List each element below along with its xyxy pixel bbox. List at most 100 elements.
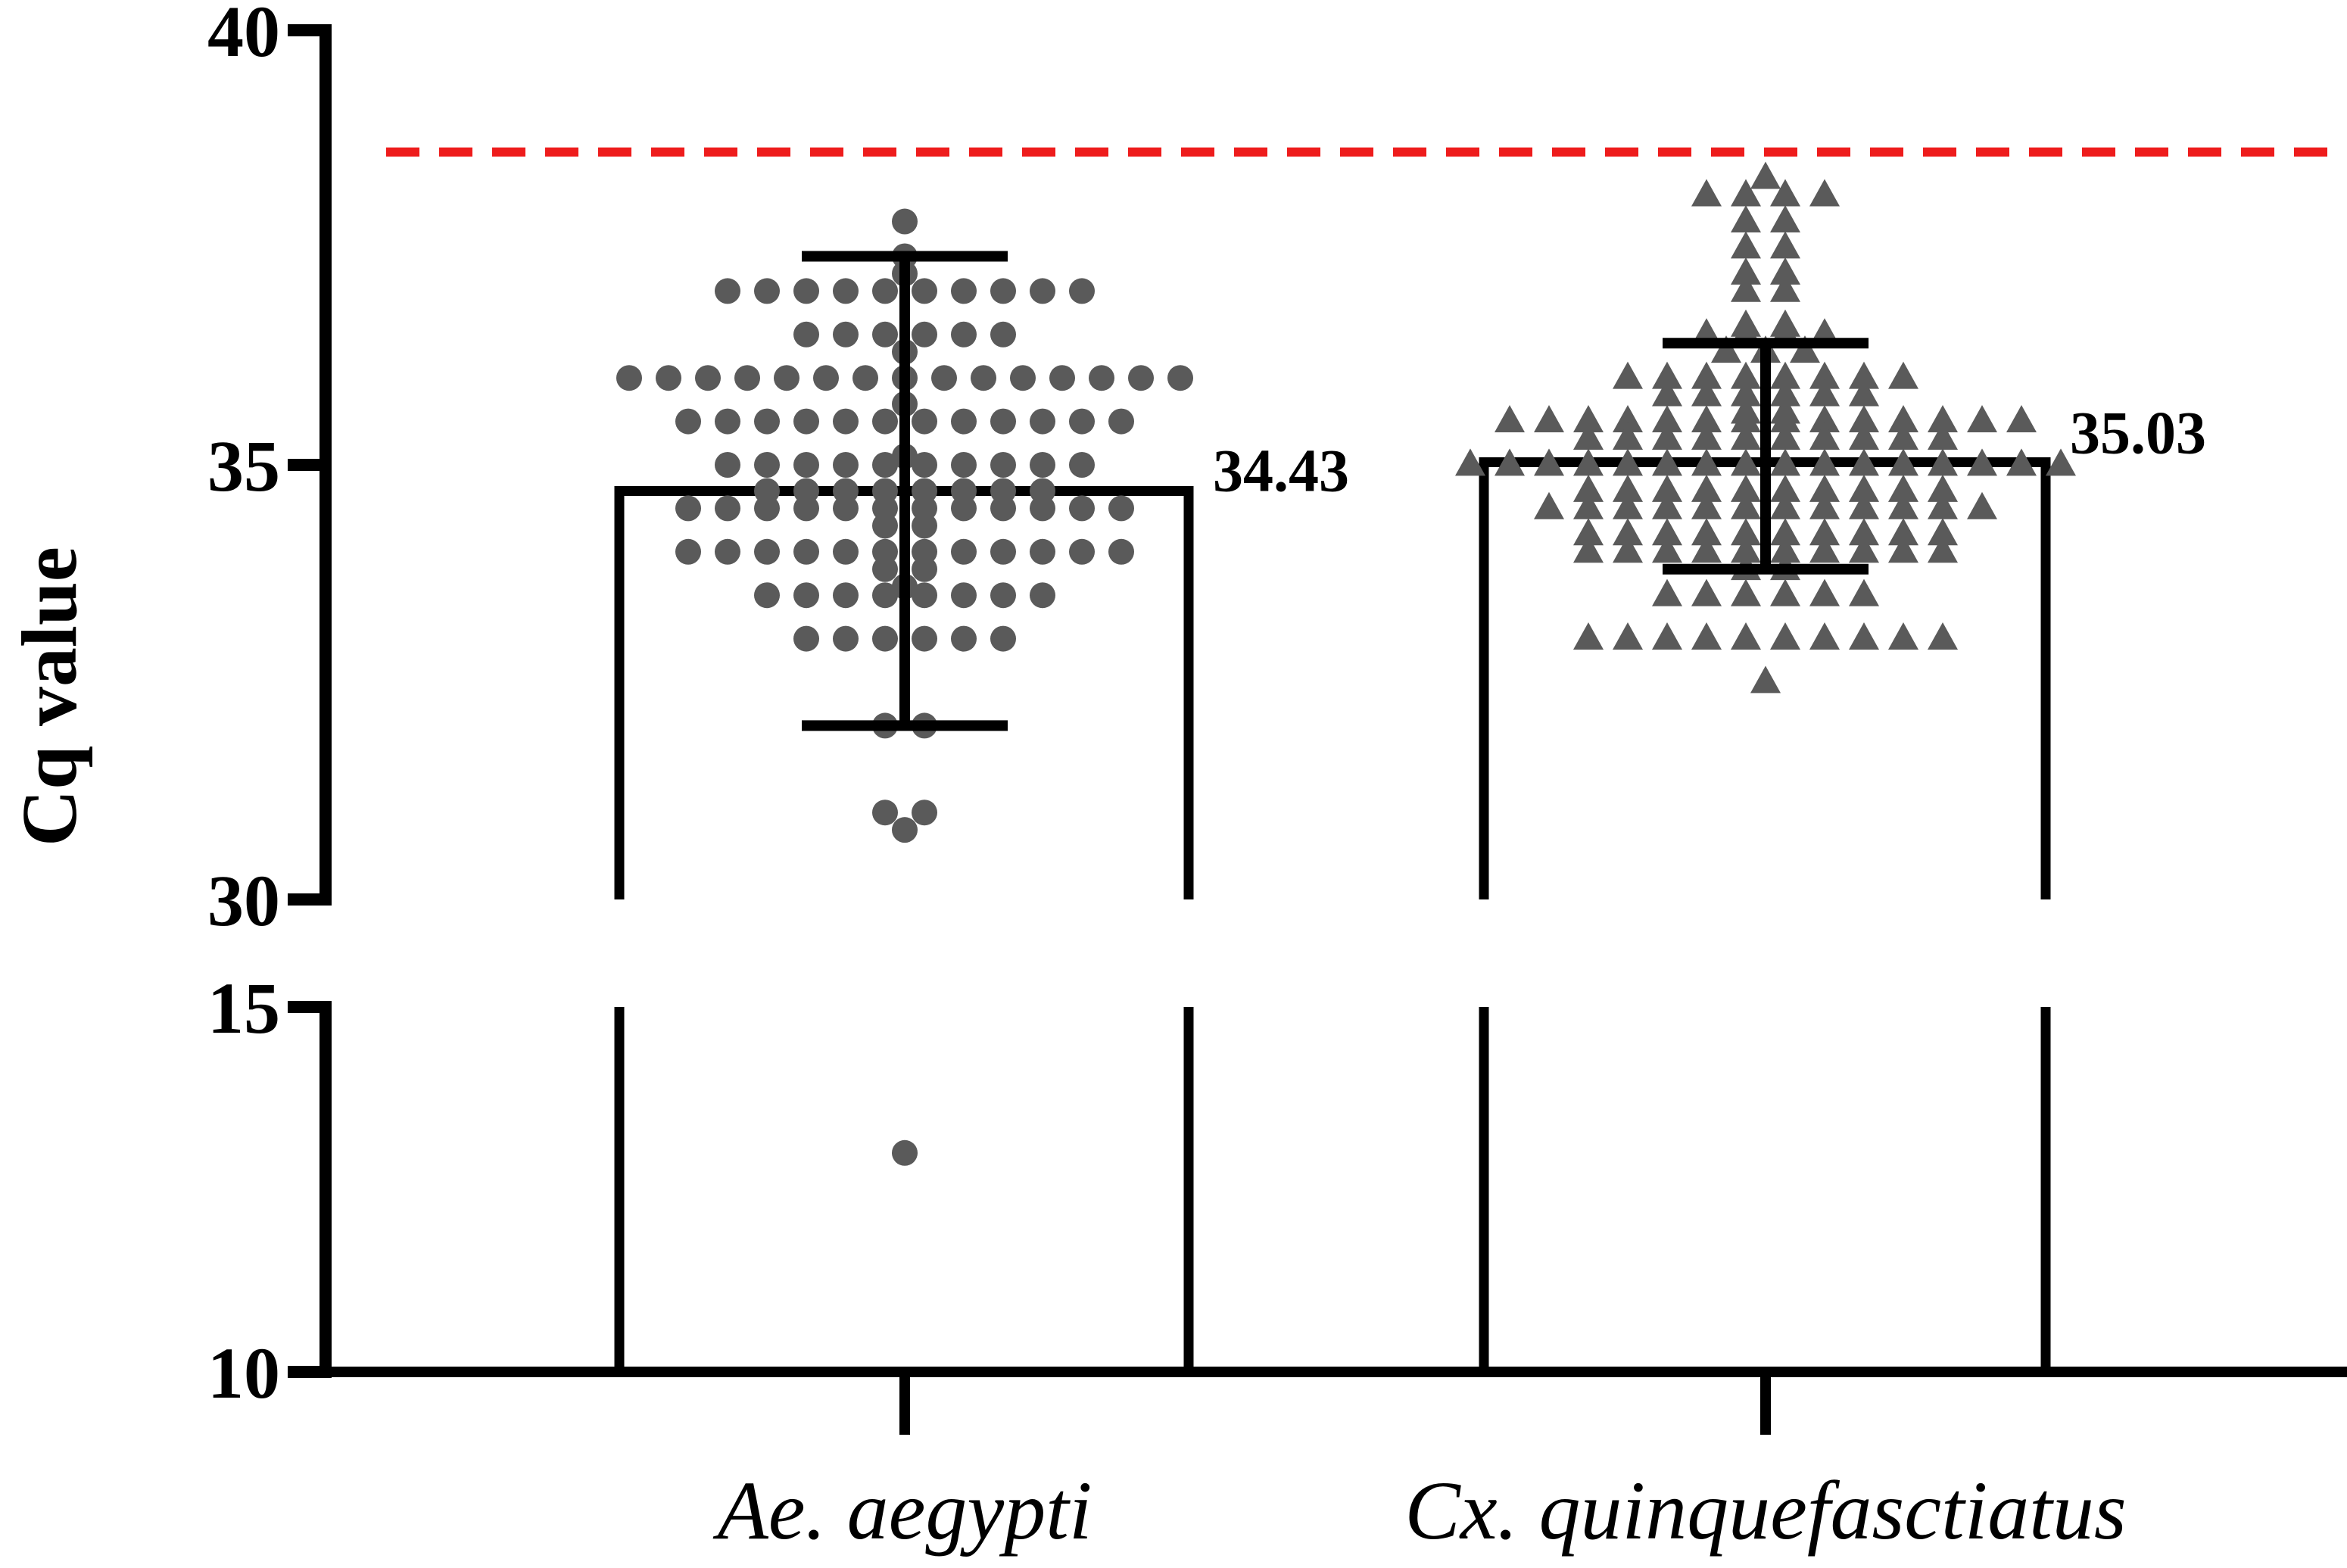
data-point-triangle <box>1691 422 1722 450</box>
data-point-triangle <box>1652 491 1682 519</box>
data-point-triangle <box>1731 361 1761 389</box>
error-bars-layer <box>802 251 1869 731</box>
data-point-triangle <box>1652 405 1682 432</box>
data-point-triangle <box>1731 257 1761 285</box>
data-point-circle <box>715 538 740 565</box>
data-point-circle <box>951 538 977 565</box>
data-point-triangle <box>1691 179 1722 207</box>
data-point-triangle <box>1809 405 1840 432</box>
data-point-circle <box>892 1139 918 1166</box>
data-point-circle <box>1069 452 1095 478</box>
data-point-triangle <box>1849 379 1879 407</box>
data-point-triangle <box>1888 448 1918 476</box>
data-point-circle <box>1010 365 1036 391</box>
data-point-circle <box>951 452 977 478</box>
data-point-circle <box>616 365 642 391</box>
data-point-circle <box>1030 495 1055 522</box>
data-point-circle <box>892 817 918 843</box>
data-point-triangle <box>1652 622 1682 650</box>
data-point-triangle <box>1613 622 1643 650</box>
data-point-circle <box>951 408 977 435</box>
data-point-circle <box>951 278 977 304</box>
data-point-circle <box>990 408 1016 435</box>
y-tick-label-40: 40 <box>207 0 280 72</box>
data-point-triangle <box>1967 491 1997 519</box>
data-point-triangle <box>1809 491 1840 519</box>
data-point-circle <box>675 538 701 565</box>
data-point-triangle <box>1691 622 1722 650</box>
data-point-triangle <box>1731 578 1761 606</box>
data-point-circle <box>1030 538 1055 565</box>
data-point-triangle <box>1613 474 1643 502</box>
data-point-circle <box>912 452 937 478</box>
data-point-circle <box>754 452 780 478</box>
data-point-triangle <box>1790 335 1820 363</box>
data-point-circle <box>833 495 859 522</box>
data-point-circle <box>990 538 1016 565</box>
data-point-circle <box>971 365 996 391</box>
data-point-triangle <box>1849 474 1879 502</box>
data-point-circle <box>695 365 721 391</box>
data-point-circle <box>1069 408 1095 435</box>
data-point-circle <box>872 556 898 582</box>
data-point-triangle <box>1573 491 1604 519</box>
data-point-triangle <box>1573 535 1604 563</box>
data-point-circle <box>715 278 740 304</box>
data-point-circle <box>872 408 898 435</box>
data-point-triangle <box>1731 535 1761 563</box>
data-point-triangle <box>1691 518 1722 546</box>
data-point-triangle <box>1652 422 1682 450</box>
data-point-circle <box>872 800 898 826</box>
data-point-triangle <box>1888 518 1918 546</box>
mean-label-2: 35.03 <box>2070 401 2206 467</box>
data-point-circle <box>754 495 780 522</box>
data-point-triangle <box>1731 179 1761 207</box>
data-point-triangle <box>1731 422 1761 450</box>
data-point-triangle <box>1731 622 1761 650</box>
data-point-circle <box>793 495 819 522</box>
data-point-circle <box>872 278 898 304</box>
data-point-circle <box>833 321 859 348</box>
data-point-circle <box>1030 408 1055 435</box>
data-point-circle <box>793 625 819 652</box>
data-point-triangle <box>1888 535 1918 563</box>
data-point-triangle <box>1731 405 1761 432</box>
data-point-triangle <box>1849 405 1879 432</box>
data-point-triangle <box>1849 491 1879 519</box>
data-point-triangle <box>1613 448 1643 476</box>
data-point-triangle <box>1809 448 1840 476</box>
data-point-circle <box>675 495 701 522</box>
data-point-triangle <box>1809 179 1840 207</box>
data-point-circle <box>833 452 859 478</box>
data-point-triangle <box>1573 448 1604 476</box>
data-point-triangle <box>2006 448 2037 476</box>
data-point-circle <box>715 452 740 478</box>
data-point-triangle <box>1652 518 1682 546</box>
data-point-triangle <box>1731 448 1761 476</box>
data-point-triangle <box>1573 474 1604 502</box>
data-point-triangle <box>1770 518 1800 546</box>
data-point-triangle <box>1573 405 1604 432</box>
x-tick-label-2: Cx. quinquefasctiatus <box>1404 1464 2126 1557</box>
data-point-triangle <box>1809 578 1840 606</box>
data-point-triangle <box>1731 274 1761 302</box>
data-point-circle <box>1069 538 1095 565</box>
data-point-triangle <box>1573 622 1604 650</box>
data-point-circle <box>912 321 937 348</box>
data-point-triangle <box>1809 622 1840 650</box>
data-point-circle <box>892 208 918 235</box>
data-point-triangle <box>1652 361 1682 389</box>
data-point-circle <box>912 800 937 826</box>
data-point-triangle <box>1652 578 1682 606</box>
data-point-triangle <box>1731 231 1761 259</box>
data-point-circle <box>951 495 977 522</box>
data-point-circle <box>754 278 780 304</box>
data-point-circle <box>872 582 898 609</box>
data-point-circle <box>912 513 937 539</box>
data-point-triangle <box>1809 379 1840 407</box>
data-point-triangle <box>1928 474 1958 502</box>
data-point-triangle <box>1770 422 1800 450</box>
data-point-circle <box>754 408 780 435</box>
data-point-circle <box>833 278 859 304</box>
data-point-triangle <box>1652 474 1682 502</box>
